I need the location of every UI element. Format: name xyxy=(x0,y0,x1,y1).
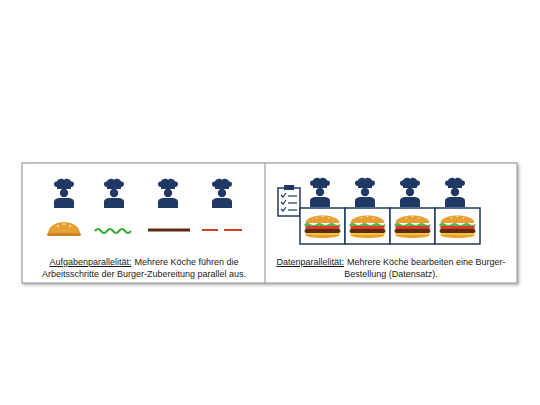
order-records xyxy=(300,208,480,244)
chef-icon xyxy=(400,178,420,207)
burger-icon xyxy=(305,216,341,239)
panel-heading: Datenparallelität: xyxy=(276,257,344,267)
lettuce-icon xyxy=(95,229,131,233)
patty-icon xyxy=(148,229,190,232)
burger-icon xyxy=(395,216,431,239)
tomato-icon xyxy=(202,230,242,231)
burger-icon xyxy=(350,216,386,239)
chef-icon xyxy=(445,178,465,207)
chef-icon xyxy=(104,179,124,208)
panel-heading: Aufgabenparallelität: xyxy=(49,257,131,267)
panel-frame xyxy=(22,163,517,283)
order-clipboard xyxy=(278,185,300,216)
chef-icon xyxy=(310,178,330,207)
chef-icon xyxy=(212,179,232,208)
bun-icon xyxy=(47,222,81,236)
burger-icon xyxy=(440,216,476,239)
chef-icon xyxy=(158,179,178,208)
panel-caption: Aufgabenparallelität:Mehrere Köche führe… xyxy=(29,256,259,280)
panel-divider xyxy=(265,163,266,283)
text-panel: Aufgabenparallelität:Mehrere Köche führe… xyxy=(23,164,265,282)
chef-icon xyxy=(54,179,74,208)
panel-body: Mehrere Köche bearbeiten eine Burger-Bes… xyxy=(344,257,505,279)
panel-caption: Datenparallelität:Mehrere Köche bearbeit… xyxy=(272,256,510,280)
chef-icon xyxy=(355,178,375,207)
text-panel: Datenparallelität:Mehrere Köche bearbeit… xyxy=(266,164,516,282)
